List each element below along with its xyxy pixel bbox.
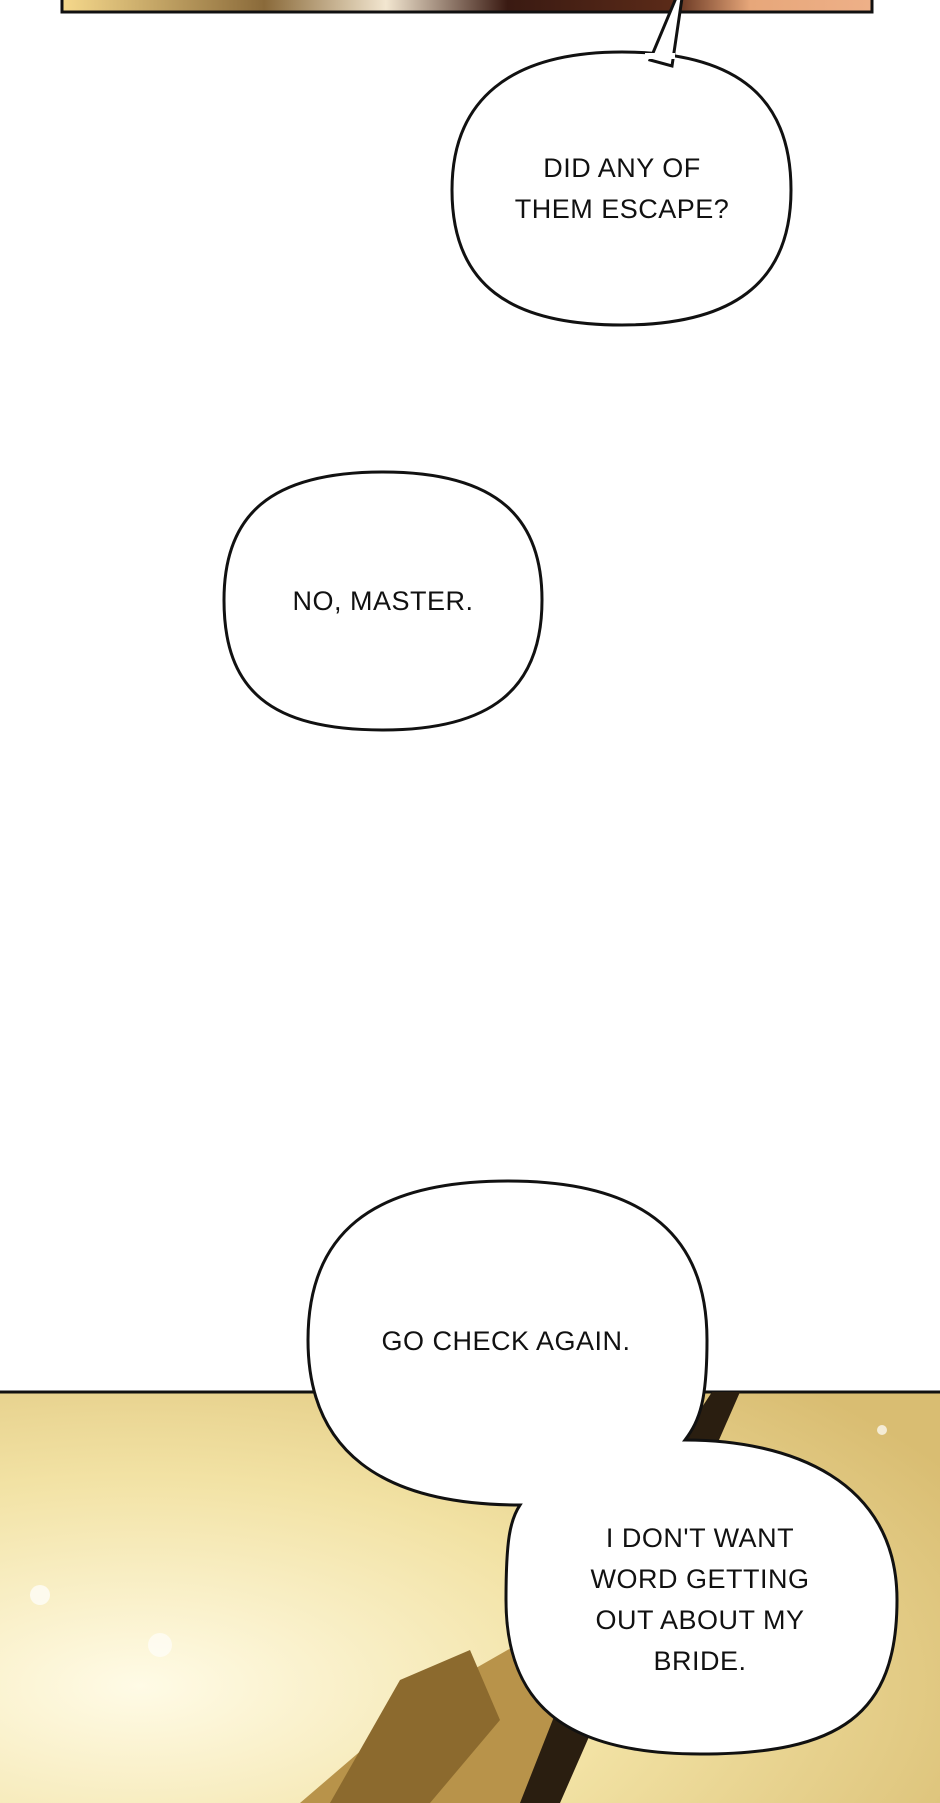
bubble-text-line: OUT ABOUT MY bbox=[595, 1605, 805, 1635]
light-sparkle bbox=[30, 1585, 50, 1605]
speech-bubble-3 bbox=[306, 1179, 899, 1756]
bubble-text-line: DID ANY OF bbox=[543, 153, 701, 183]
bubble-text-line: I DON'T WANT bbox=[605, 1523, 795, 1553]
sword-hilt bbox=[330, 1650, 500, 1803]
bubble-1-text: DID ANY OF THEM ESCAPE? bbox=[515, 148, 730, 230]
top-panel bbox=[60, 0, 874, 14]
bubble-4-text: I DON'T WANT WORD GETTING OUT ABOUT MY B… bbox=[591, 1518, 810, 1682]
speech-bubble-1 bbox=[450, 0, 793, 327]
bubble-2-text: NO, MASTER. bbox=[292, 581, 473, 622]
bubble-text-line: NO, MASTER. bbox=[292, 586, 474, 616]
bubble-text-line: GO CHECK AGAIN. bbox=[381, 1326, 631, 1356]
bubble-3-text: GO CHECK AGAIN. bbox=[381, 1321, 630, 1362]
bubble-text-line: THEM ESCAPE? bbox=[514, 194, 730, 224]
light-sparkle bbox=[877, 1425, 887, 1435]
light-sparkle bbox=[148, 1633, 172, 1657]
bubble-text-line: WORD GETTING bbox=[590, 1564, 810, 1594]
speech-bubble-2 bbox=[222, 470, 544, 732]
bubble-text-line: BRIDE. bbox=[653, 1646, 747, 1676]
